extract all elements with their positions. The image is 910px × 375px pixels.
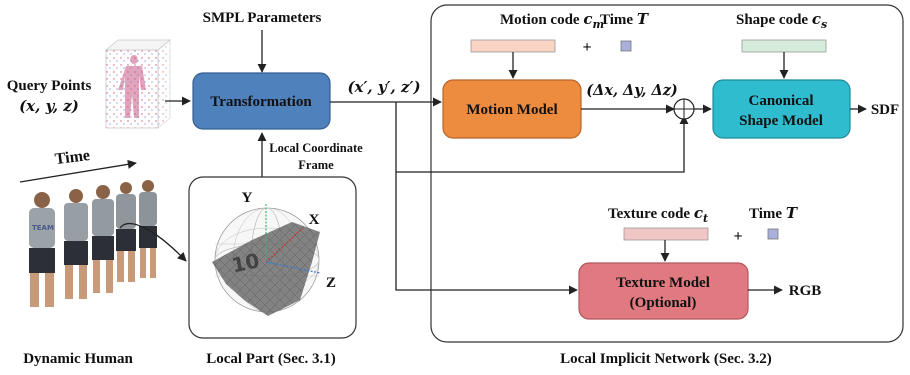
time-label: Time (54, 147, 91, 168)
axis-y-label: Y (242, 190, 253, 206)
caption-local-network: Local Implicit Network (Sec. 3.2) (560, 351, 772, 367)
texture-model-label-line2: (Optional) (630, 295, 697, 311)
transformation-label: Transformation (210, 94, 312, 110)
axis-x-label: X (309, 212, 320, 228)
local-network-container (430, 4, 904, 343)
canonical-label-line1: Canonical (748, 93, 813, 109)
shape-code-bar (741, 39, 827, 53)
motion-time-label: Time T (600, 10, 650, 28)
coords-to-sum-line (396, 115, 689, 173)
query-points-coords: (x, y, z) (19, 97, 79, 115)
texture-model-box (578, 262, 749, 320)
sdf-label: SDF (871, 102, 899, 118)
time-arrow (19, 159, 137, 183)
motion-time-square (620, 40, 632, 52)
human-to-local-arrow (119, 223, 187, 262)
sum-node (673, 98, 695, 120)
dynamic-human-figures: TEAM (29, 180, 157, 307)
delta-label: (Δx, Δy, Δz) (586, 82, 678, 99)
motion-code-bar (470, 39, 556, 53)
local-frame-label-line1: Local Coordinate (269, 141, 363, 155)
texture-code-bar (623, 227, 709, 241)
transformed-coords: (x′, y′, z′) (347, 78, 420, 96)
texture-time-square (767, 228, 779, 240)
transformation-box (192, 72, 331, 130)
canonical-label-line2: Shape Model (739, 113, 823, 129)
smpl-label: SMPL Parameters (203, 10, 322, 26)
svg-text:TEAM: TEAM (32, 224, 54, 232)
caption-dynamic-human: Dynamic Human (23, 351, 133, 367)
texture-plus: + (733, 228, 742, 245)
motion-plus: + (582, 39, 591, 56)
svg-text:10: 10 (229, 248, 261, 277)
axis-z-label: Z (326, 275, 336, 291)
local-part-sphere: 10 (212, 203, 321, 316)
query-points-title: Query Points (7, 78, 92, 94)
rgb-label: RGB (789, 283, 822, 299)
query-point-cloud (104, 39, 172, 129)
local-frame-label-line2: Frame (298, 158, 334, 172)
shape-code-label: Shape code cs (736, 10, 827, 31)
motion-model-label: Motion Model (466, 102, 557, 118)
texture-model-label-line1: Texture Model (616, 275, 710, 291)
motion-code-label: Motion code cm (500, 10, 604, 31)
caption-local-part: Local Part (Sec. 3.1) (206, 351, 336, 367)
texture-code-label: Texture code ct (608, 204, 708, 225)
coords-trunk-line (395, 102, 578, 295)
texture-time-label: Time T (749, 204, 799, 222)
canonical-shape-model-box (712, 79, 851, 139)
